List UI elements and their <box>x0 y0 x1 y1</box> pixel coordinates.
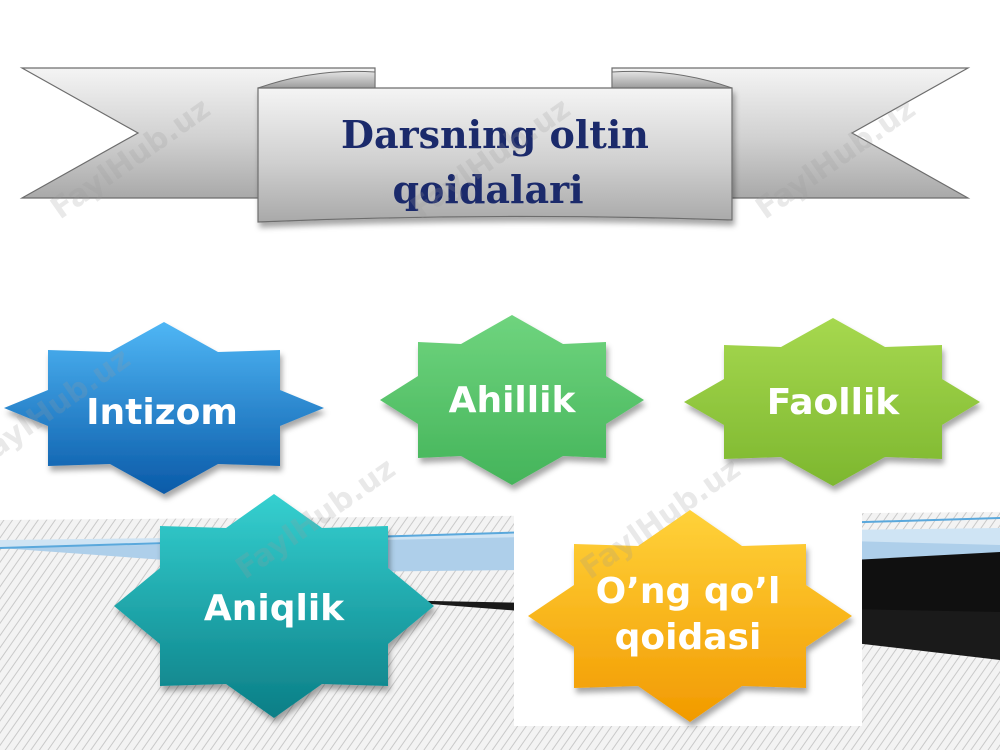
rule-label-line-1: O’ng qo’l <box>596 571 781 612</box>
rule-label-line-2: qoidasi <box>615 617 762 658</box>
rule-star-ong-qol-qoidasi: O’ng qo’l qoidasi <box>528 510 852 722</box>
rule-label: Aniqlik <box>204 588 345 629</box>
star-shape <box>4 322 324 494</box>
title-line-2: qoidalari <box>392 167 583 212</box>
rule-label: Faollik <box>767 382 901 423</box>
rule-star-faollik: Faollik <box>684 318 980 486</box>
banner-left-fold <box>257 70 376 89</box>
rule-label: Ahillik <box>449 380 577 421</box>
title-line-1: Darsning oltin <box>341 112 649 157</box>
rule-label: Intizom <box>86 392 238 433</box>
banner-center <box>257 87 733 223</box>
banner-right-fold <box>611 70 733 89</box>
title-banner: Darsning oltin qoidalari <box>19 67 971 223</box>
rule-star-intizom: Intizom <box>4 322 324 494</box>
rule-star-aniqlik: Aniqlik <box>114 494 434 718</box>
star-shape <box>380 315 644 485</box>
star-shape <box>528 510 852 722</box>
rule-star-ahillik: Ahillik <box>380 315 644 485</box>
star-shape <box>684 318 980 486</box>
star-shape <box>114 494 434 718</box>
